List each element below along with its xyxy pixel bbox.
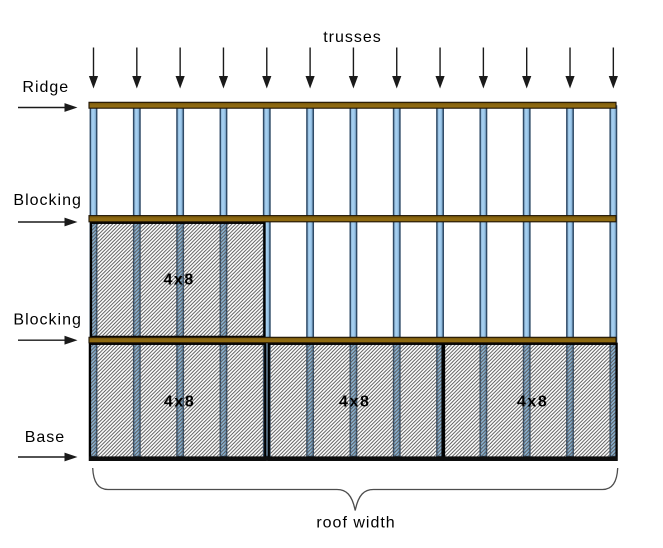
svg-text:4x8: 4x8 [517, 393, 549, 410]
svg-text:Blocking: Blocking [13, 192, 81, 209]
svg-text:trusses: trusses [323, 29, 382, 46]
svg-text:4x8: 4x8 [164, 393, 196, 410]
svg-text:4x8: 4x8 [339, 393, 371, 410]
svg-text:Base: Base [25, 429, 65, 446]
svg-text:Blocking: Blocking [13, 312, 81, 329]
svg-text:Ridge: Ridge [22, 79, 69, 96]
svg-text:roof width: roof width [316, 515, 395, 532]
svg-text:4x8: 4x8 [163, 272, 195, 289]
